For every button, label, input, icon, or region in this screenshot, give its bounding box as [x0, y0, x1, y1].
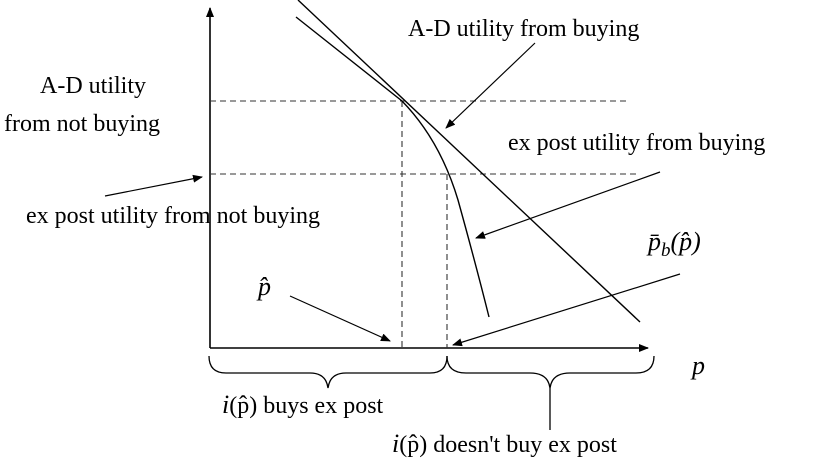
phat-pointer	[289, 295, 391, 342]
doesnt-buy-brace	[446, 355, 655, 389]
ad-utility-buying-line	[297, 0, 641, 323]
pbar-pointer	[452, 273, 681, 347]
expost-buy-label: ex post utility from buying	[508, 130, 765, 156]
expost-utility-buying-curve	[295, 16, 490, 318]
phat-label: p̂	[256, 272, 271, 301]
ad-buy-label: A-D utility from buying	[408, 16, 639, 42]
ad-notbuy-label-line1: A-D utility	[40, 73, 146, 99]
axis-p-label: p	[690, 351, 705, 380]
doesnt-buy-ex-post-label: i(p̂) doesn't buy ex post	[392, 429, 617, 458]
pbar-label: p̄b(p̂)	[646, 227, 701, 261]
expost-notbuy-pointer	[104, 174, 203, 197]
expost-buy-pointer	[475, 171, 661, 239]
ad-buy-pointer	[445, 42, 536, 129]
buys-brace	[208, 355, 448, 389]
buys-ex-post-label: i(p̂) buys ex post	[222, 390, 384, 419]
expost-notbuy-label: ex post utility from not buying	[26, 203, 320, 229]
ad-notbuy-label-line2: from not buying	[4, 111, 160, 137]
